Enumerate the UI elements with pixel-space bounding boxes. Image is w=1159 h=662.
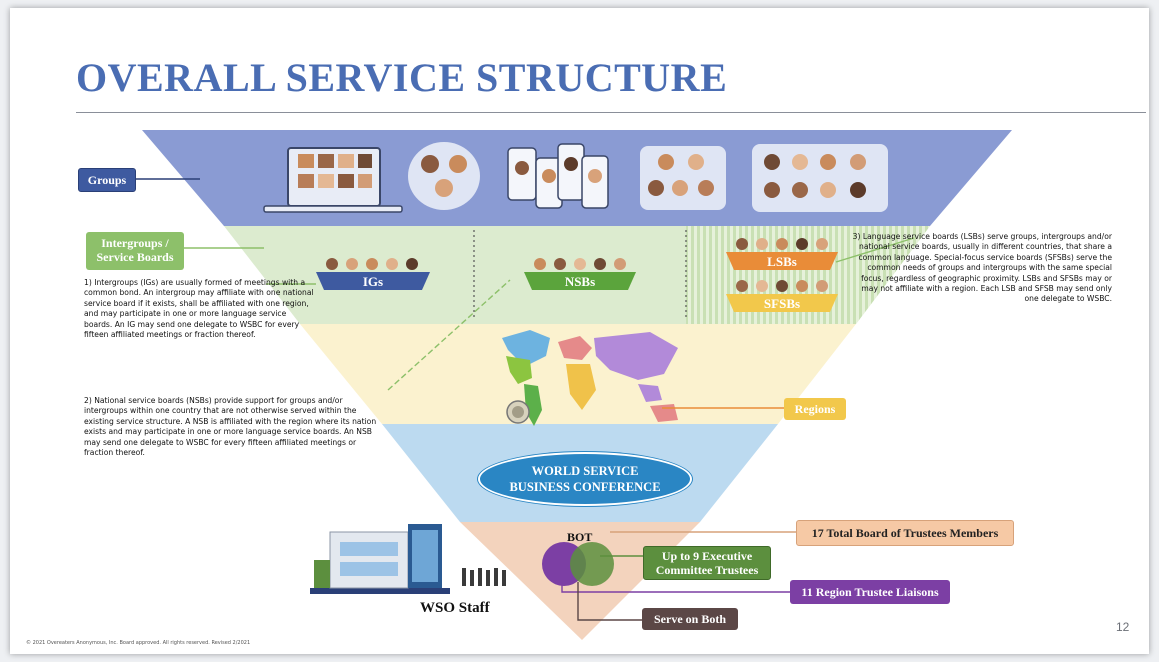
lsbs-banner	[726, 238, 838, 270]
liaisons-connector	[561, 582, 790, 593]
wso-staff-label: WSO Staff	[420, 600, 490, 616]
bot-label: BOT	[567, 530, 593, 544]
igs-banner	[316, 258, 430, 290]
both-connector	[577, 582, 642, 621]
serve-on-both-label: Serve on Both	[642, 608, 738, 630]
intergroups-label-line2: Service Boards	[96, 250, 174, 264]
large-group-icon	[752, 144, 888, 212]
world-map	[502, 330, 678, 426]
wso-building-icon	[310, 524, 506, 594]
wsbc-ellipse: WORLD SERVICE BUSINESS CONFERENCE	[478, 452, 692, 506]
group-square-icon	[640, 146, 726, 210]
lsb-connector	[835, 237, 915, 263]
bot-total-label: 17 Total Board of Trustees Members	[796, 520, 1014, 546]
executive-committee-label: Up to 9 Executive Committee Trustees	[643, 546, 771, 580]
sfsbs-label: SFSBs	[763, 296, 801, 311]
groups-label: Groups	[78, 168, 136, 192]
intergroups-description: 1) Intergroups (IGs) are usually formed …	[84, 278, 314, 340]
region-liaisons-label: 11 Region Trustee Liaisons	[790, 580, 950, 604]
lsbs-description: 3) Language service boards (LSBs) serve …	[852, 232, 1112, 304]
laptop-meeting-icon	[263, 147, 403, 213]
service-structure-diagram	[136, 130, 1012, 640]
nsbs-description: 2) National service boards (NSBs) provid…	[84, 396, 377, 458]
igs-label: IGs	[362, 274, 384, 289]
copyright-footer: © 2021 Overeaters Anonymous, Inc. Board …	[26, 640, 251, 646]
page-number: 12	[1116, 620, 1130, 634]
regions-label: Regions	[784, 398, 846, 420]
intergroups-label-line1: Intergroups /	[101, 236, 169, 250]
slide: OVERALL SERVICE STRUCTURE	[10, 8, 1149, 654]
exec-line1: Up to 9 Executive	[661, 549, 753, 563]
nsbs-label: NSBs	[564, 274, 596, 289]
nsb-connector	[387, 279, 511, 391]
bot-venn-diagram	[542, 542, 614, 586]
lsbs-label: LSBs	[767, 254, 797, 269]
phones-icon	[507, 143, 609, 209]
nsbs-banner	[524, 258, 636, 290]
title-divider	[76, 112, 1146, 113]
intergroups-label: Intergroups / Service Boards	[86, 232, 184, 270]
slide-title: OVERALL SERVICE STRUCTURE	[76, 55, 728, 100]
exec-line2: Committee Trustees	[655, 563, 759, 577]
sfsbs-banner	[726, 280, 838, 312]
wsbc-line2: BUSINESS CONFERENCE	[509, 480, 661, 494]
group-circle-icon	[408, 142, 480, 210]
wsbc-line1: WORLD SERVICE	[531, 464, 639, 478]
